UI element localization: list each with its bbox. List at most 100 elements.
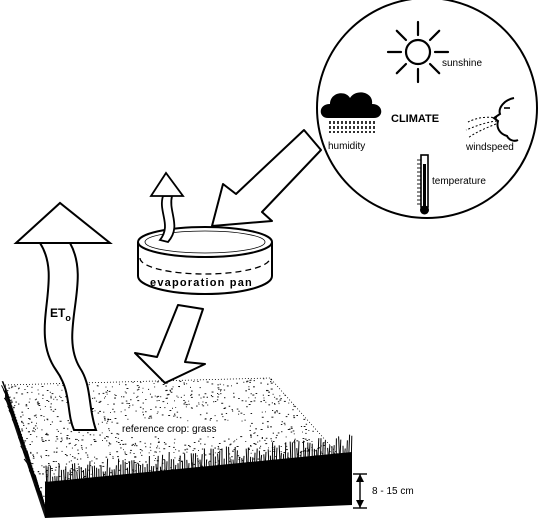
grass-speckle — [213, 401, 215, 403]
grass-speckle — [41, 457, 42, 459]
grass-speckle — [114, 397, 116, 399]
grass-speckle — [128, 407, 130, 409]
grass-speckle — [97, 385, 99, 387]
grass-speckle — [38, 403, 40, 405]
grass-blade — [58, 464, 60, 487]
grass-speckle — [257, 441, 259, 443]
grass-speckle — [162, 401, 165, 403]
grass-speckle — [8, 387, 11, 389]
grass-speckle — [69, 442, 71, 444]
grass-blade — [157, 455, 159, 477]
grass-speckle — [168, 446, 171, 447]
grass-speckle — [66, 446, 68, 448]
grass-blade — [165, 461, 168, 477]
grass-speckle — [201, 448, 204, 450]
grass-speckle — [173, 446, 175, 448]
grass-speckle — [85, 447, 87, 449]
grass-speckle — [249, 381, 251, 383]
grass-speckle — [99, 465, 102, 467]
grass-speckle — [333, 452, 336, 454]
grass-speckle — [61, 450, 63, 452]
grass-speckle — [206, 381, 209, 383]
grass-speckle — [315, 450, 317, 452]
grass-speckle — [126, 402, 128, 404]
grass-speckle — [37, 401, 39, 403]
grass-speckle — [136, 445, 138, 447]
grass-speckle — [107, 436, 109, 438]
evaporation-pan — [137, 226, 273, 295]
grass-speckle — [251, 422, 253, 424]
grass-blade — [245, 448, 248, 469]
grass-blade — [324, 440, 326, 461]
grass-speckle — [163, 459, 165, 461]
grass-speckle — [52, 461, 55, 462]
grass-speckle — [94, 440, 96, 442]
grass-speckle — [57, 430, 59, 432]
grass-speckle — [179, 417, 182, 419]
grass-speckle — [148, 452, 150, 454]
grass-speckle — [50, 424, 52, 425]
grass-speckle — [41, 465, 43, 467]
grass-speckle — [111, 421, 113, 423]
grass-speckle — [42, 441, 44, 442]
grass-blade — [108, 467, 111, 482]
grass-speckle — [27, 423, 30, 425]
grass-speckle — [107, 419, 109, 421]
grass-blade — [300, 451, 302, 464]
grass-speckle — [31, 421, 33, 423]
grass-speckle — [224, 419, 227, 421]
grass-blade — [304, 447, 307, 463]
grass-speckle — [250, 401, 253, 403]
grass-speckle — [59, 420, 62, 422]
grass-speckle — [162, 462, 164, 464]
grass-speckle — [119, 383, 120, 385]
grass-speckle — [200, 397, 202, 399]
grass-speckle — [13, 397, 16, 399]
grass-speckle — [112, 457, 114, 459]
grass-speckle — [274, 412, 276, 414]
grass-speckle — [232, 450, 234, 452]
grass-speckle — [214, 452, 216, 454]
grass-blade — [241, 458, 243, 469]
grass-speckle — [288, 457, 290, 459]
grass-speckle — [261, 411, 263, 413]
grass-speckle — [90, 444, 92, 446]
grass-speckle — [54, 396, 57, 398]
grass-speckle — [134, 456, 137, 458]
eto-wavy-arrow — [13, 201, 113, 431]
grass-speckle — [304, 450, 306, 452]
grass-speckle — [28, 401, 30, 403]
grass-speckle — [40, 415, 43, 417]
grass-speckle — [241, 459, 244, 461]
grass-speckle — [192, 450, 194, 451]
grass-speckle — [65, 463, 68, 465]
grass-speckle — [217, 452, 219, 453]
grass-speckle — [198, 394, 200, 396]
grass-speckle — [233, 449, 235, 450]
grass-speckle — [267, 426, 269, 428]
grass-speckle — [150, 443, 152, 445]
grass-speckle — [201, 465, 203, 467]
grass-speckle — [33, 415, 36, 417]
grass-speckle — [38, 393, 40, 395]
grass-speckle — [139, 386, 140, 388]
grass-speckle — [253, 380, 255, 382]
grass-speckle — [308, 439, 310, 441]
grass-speckle — [18, 387, 20, 389]
grass-speckle — [222, 416, 224, 418]
grass-speckle — [263, 399, 265, 401]
grass-speckle — [145, 411, 147, 413]
grass-speckle — [277, 432, 280, 434]
grass-speckle — [105, 391, 108, 393]
grass-blade — [319, 438, 322, 462]
grass-speckle — [60, 432, 62, 434]
grass-speckle — [115, 437, 117, 438]
grass-blade — [6, 396, 15, 413]
grass-speckle — [124, 451, 126, 453]
grass-speckle — [117, 437, 119, 439]
grass-speckle — [202, 405, 205, 407]
grass-speckle — [164, 443, 167, 445]
grass-speckle — [169, 390, 172, 392]
crop-label: reference crop: grass — [122, 424, 217, 435]
grass-speckle — [183, 403, 186, 405]
